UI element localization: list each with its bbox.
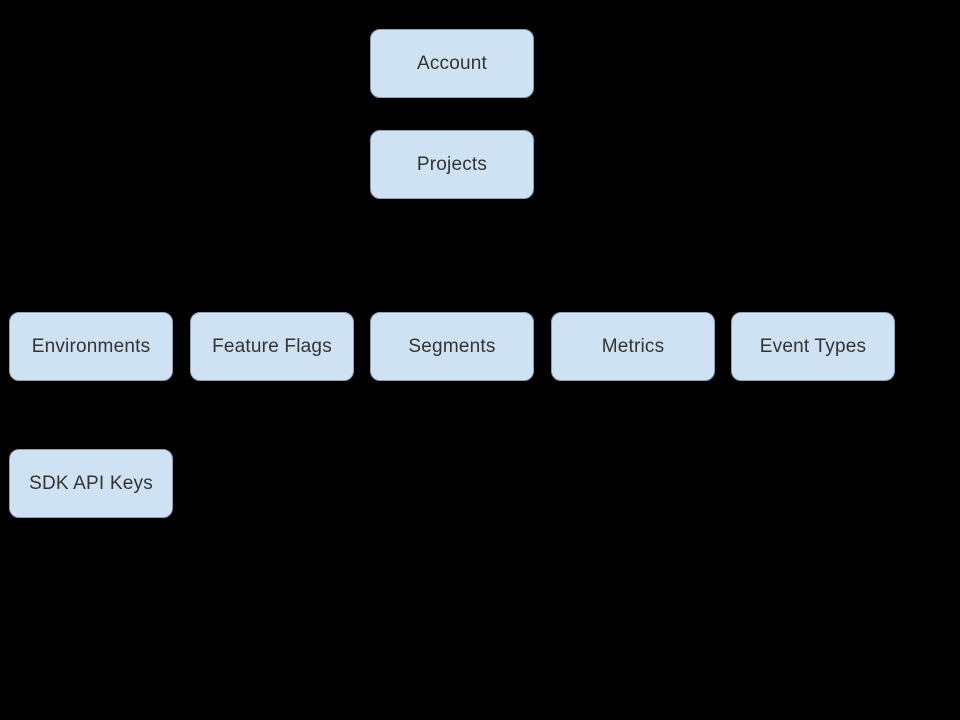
node-segments: Segments xyxy=(370,312,534,381)
node-environments-label: Environments xyxy=(31,335,151,357)
node-metrics-label: Metrics xyxy=(601,335,665,357)
node-projects: Projects xyxy=(370,130,534,199)
node-account: Account xyxy=(370,29,534,98)
node-environments: Environments xyxy=(9,312,173,381)
node-sdk-api-keys: SDK API Keys xyxy=(9,449,173,518)
node-event-types: Event Types xyxy=(731,312,895,381)
node-segments-label: Segments xyxy=(408,335,496,357)
node-sdk-api-keys-label: SDK API Keys xyxy=(29,472,153,494)
node-event-types-label: Event Types xyxy=(759,335,867,357)
node-metrics: Metrics xyxy=(551,312,715,381)
node-projects-label: Projects xyxy=(416,153,488,175)
node-feature-flags: Feature Flags xyxy=(190,312,354,381)
node-account-label: Account xyxy=(416,52,488,74)
node-feature-flags-label: Feature Flags xyxy=(212,335,332,357)
